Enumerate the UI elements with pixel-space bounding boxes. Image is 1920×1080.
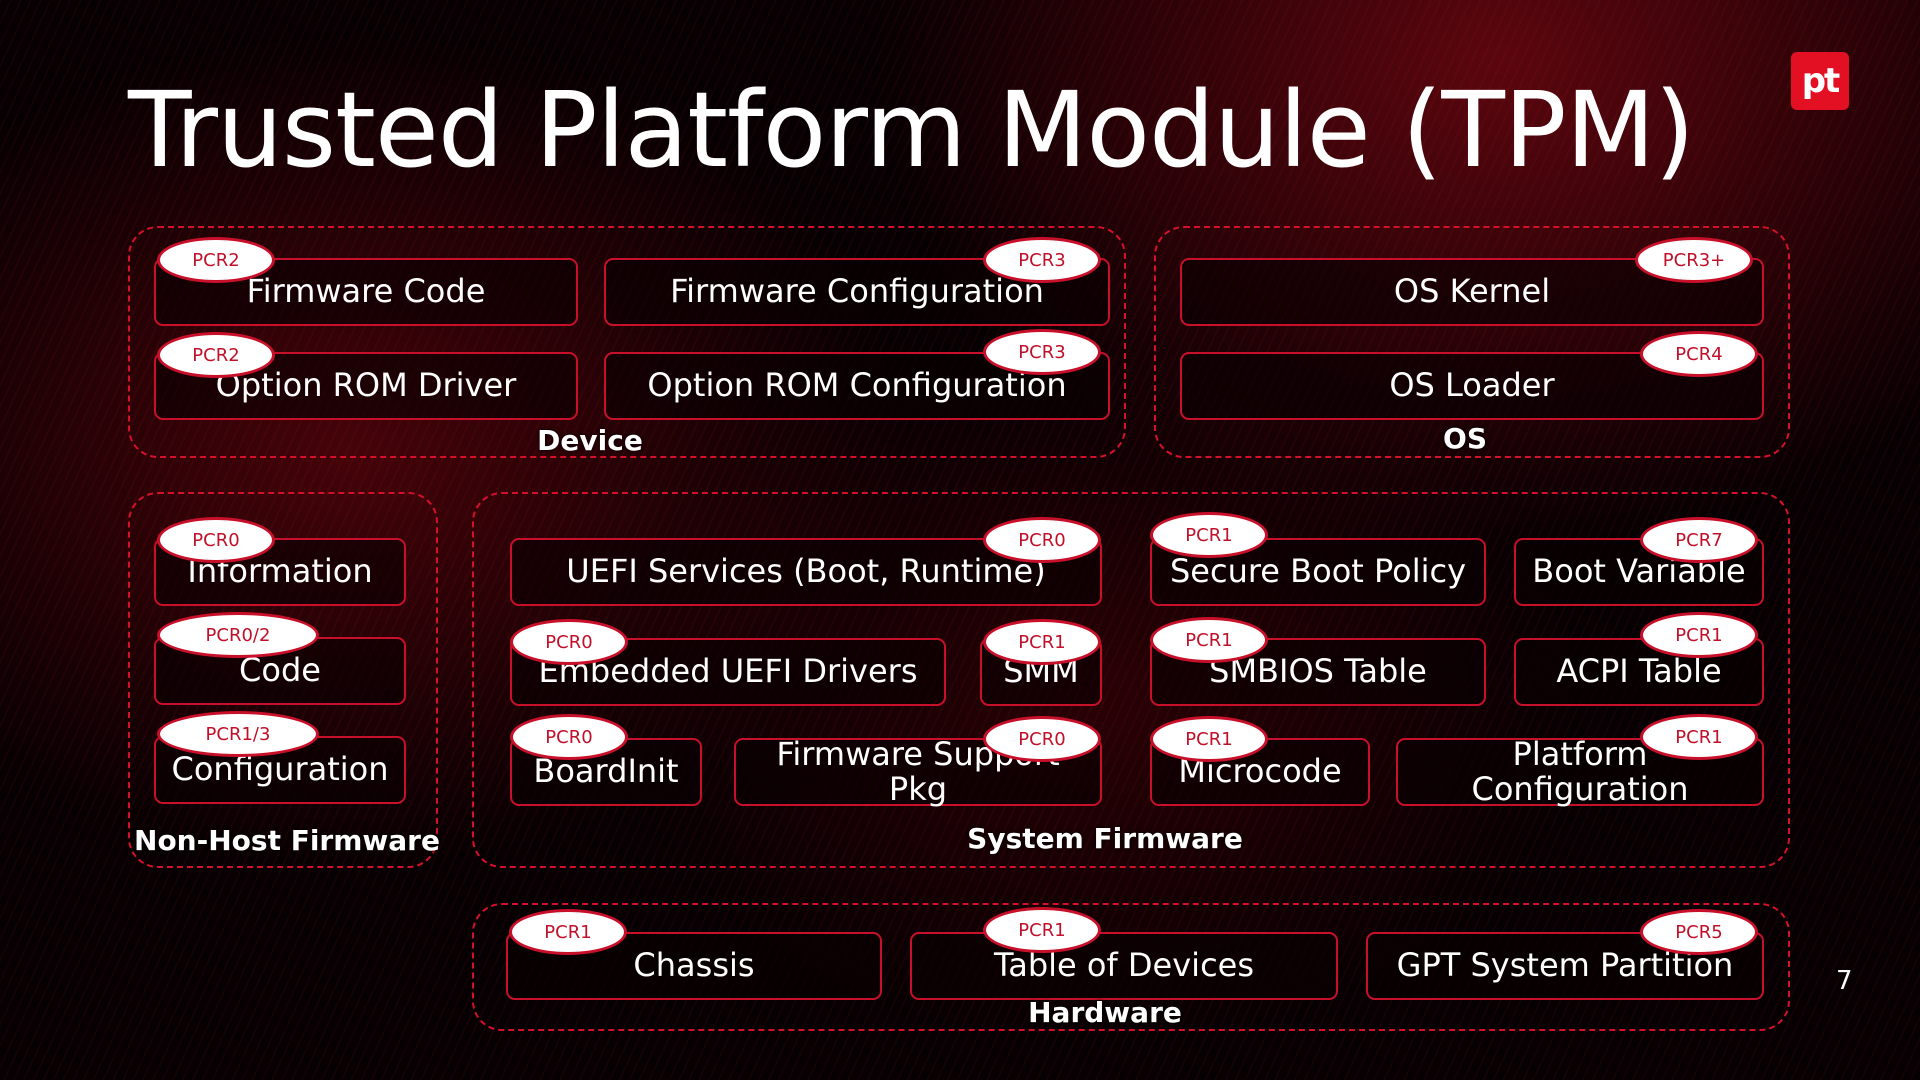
smbios-table-label: SMBIOS Table bbox=[1209, 652, 1427, 691]
pcr-badge: PCR0/2 bbox=[157, 612, 319, 658]
group-label-device: Device bbox=[537, 424, 643, 457]
pcr-badge: PCR1 bbox=[1150, 716, 1268, 762]
os-kernel-label: OS Kernel bbox=[1393, 272, 1551, 311]
pcr-badge: PCR1 bbox=[1640, 714, 1758, 760]
table-of-devices-box: Table of Devices bbox=[910, 932, 1338, 1000]
option-rom-driver-label: Option ROM Driver bbox=[215, 366, 517, 405]
secure-boot-policy-label: Secure Boot Policy bbox=[1169, 552, 1467, 591]
pcr-badge: PCR5 bbox=[1640, 909, 1758, 955]
pcr-badge: PCR1 bbox=[983, 907, 1101, 953]
slide-title: Trusted Platform Module (TPM) bbox=[128, 69, 1695, 191]
pcr-badge: PCR2 bbox=[157, 332, 275, 378]
platform-configuration-label: Platform Configuration bbox=[1471, 734, 1689, 808]
group-hardware bbox=[472, 903, 1790, 1031]
gpt-system-partition-label: GPT System Partition bbox=[1396, 946, 1734, 985]
group-system-firmware bbox=[472, 492, 1790, 868]
os-loader-box: OS Loader bbox=[1180, 352, 1764, 420]
pcr-badge: PCR1/3 bbox=[157, 711, 319, 757]
option-rom-configuration-box: Option ROM Configuration bbox=[604, 352, 1110, 420]
pcr-badge: PCR0 bbox=[510, 619, 628, 665]
option-rom-configuration-label: Option ROM Configuration bbox=[647, 366, 1067, 405]
pcr-badge: PCR3 bbox=[983, 329, 1101, 375]
pcr-badge: PCR1 bbox=[509, 909, 627, 955]
group-non-host-firmware bbox=[128, 492, 438, 868]
group-os bbox=[1154, 226, 1790, 458]
page-number: 7 bbox=[1836, 966, 1853, 996]
group-device bbox=[128, 226, 1126, 458]
pcr-badge: PCR2 bbox=[157, 237, 275, 283]
group-label-os: OS bbox=[1443, 422, 1487, 455]
boot-variable-box: Boot Variable bbox=[1514, 538, 1764, 606]
pcr-badge: PCR1 bbox=[983, 619, 1101, 665]
group-label-hardware: Hardware bbox=[1028, 996, 1182, 1029]
pcr-badge: PCR4 bbox=[1640, 331, 1758, 377]
pcr-badge: PCR0 bbox=[510, 714, 628, 760]
os-loader-label: OS Loader bbox=[1389, 366, 1555, 405]
uefi-services-label: UEFI Services (Boot, Runtime) bbox=[566, 552, 1046, 591]
pcr-badge: PCR0 bbox=[157, 517, 275, 563]
pcr-badge: PCR7 bbox=[1640, 517, 1758, 563]
pcr-badge: PCR0 bbox=[983, 716, 1101, 762]
gpt-system-partition-box: GPT System Partition bbox=[1366, 932, 1764, 1000]
pcr-badge: PCR0 bbox=[983, 517, 1101, 563]
pcr-badge: PCR3 bbox=[983, 237, 1101, 283]
code-label: Code bbox=[239, 651, 321, 690]
table-of-devices-label: Table of Devices bbox=[993, 946, 1255, 985]
boardinit-label: BoardInit bbox=[533, 752, 679, 791]
configuration-label: Configuration bbox=[171, 750, 389, 789]
chassis-label: Chassis bbox=[633, 946, 755, 985]
firmware-configuration-label: Firmware Configuration bbox=[670, 272, 1044, 311]
group-label-non-host-firmware: Non-Host Firmware bbox=[134, 824, 440, 857]
firmware-code-label: Firmware Code bbox=[246, 272, 486, 311]
pt-logo: pt bbox=[1791, 52, 1849, 110]
firmware-configuration-box: Firmware Configuration bbox=[604, 258, 1110, 326]
group-label-system-firmware: System Firmware bbox=[967, 822, 1243, 855]
pcr-badge: PCR1 bbox=[1640, 612, 1758, 658]
acpi-table-label: ACPI Table bbox=[1556, 652, 1722, 691]
pcr-badge: PCR1 bbox=[1150, 512, 1268, 558]
acpi-table-box: ACPI Table bbox=[1514, 638, 1764, 706]
pcr-badge: PCR1 bbox=[1150, 617, 1268, 663]
pcr-badge: PCR3+ bbox=[1635, 237, 1753, 283]
